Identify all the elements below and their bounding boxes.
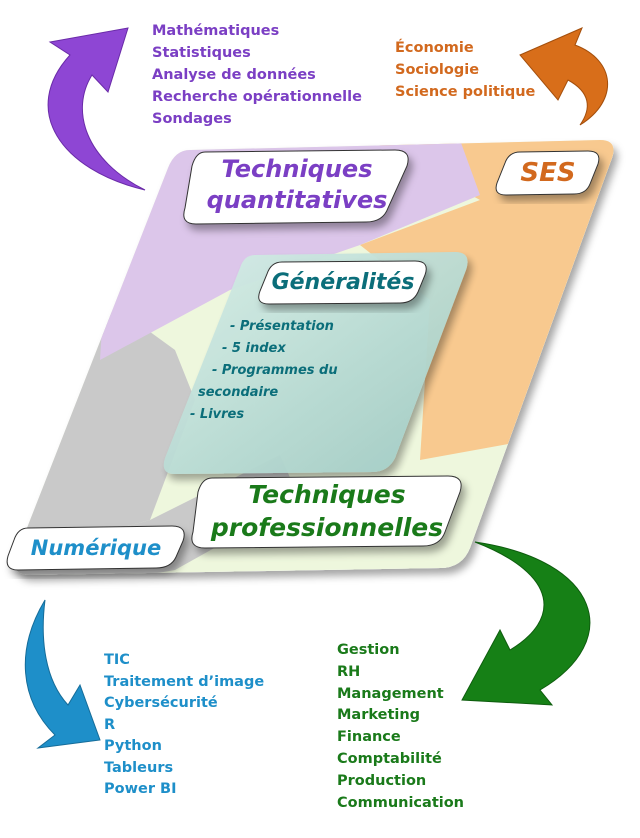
pill-techniques-quantitatives <box>183 149 409 225</box>
numerique-list: TIC Traitement d’image Cybersécurité R P… <box>104 650 264 801</box>
techniques-professionnelles-line2: professionnelles <box>210 513 444 542</box>
ses-item: Science politique <box>395 84 536 100</box>
center-box <box>163 252 468 474</box>
professionnelles-item: Management <box>337 685 444 702</box>
professionnelles-item: Marketing <box>337 707 421 724</box>
pill-techniques-professionnelles <box>191 475 462 549</box>
professionnelles-item: Finance <box>337 729 401 746</box>
professionnelles-item: Comptabilité <box>337 750 442 767</box>
ses-item: Économie <box>395 40 474 56</box>
blue-curved-arrow <box>24 599 101 749</box>
professionnelles-item: Gestion <box>337 642 400 658</box>
math-item: Sondages <box>152 111 232 127</box>
techniques-quantitatives-title: Techniques quantitatives <box>188 154 406 216</box>
generalites-item: secondaire <box>198 385 279 400</box>
generalites-item: - Programmes du <box>212 363 338 378</box>
numerique-item: Power BI <box>104 781 177 797</box>
math-item: Mathématiques <box>152 23 280 39</box>
professionnelles-item: Communication <box>337 794 465 811</box>
professionnelles-item: Production <box>337 772 427 789</box>
ses-title: SES <box>520 158 576 188</box>
generalites-title: Généralités <box>271 270 415 295</box>
math-item: Recherche opérationnelle <box>152 89 362 105</box>
numerique-item: TIC <box>104 652 130 668</box>
math-list: Mathématiques Statistiques Analyse de do… <box>152 20 362 130</box>
math-item: Analyse de données <box>152 67 316 83</box>
numerique-item: R <box>104 716 116 733</box>
ses-list: Économie Sociologie Science politique <box>395 37 535 103</box>
professionnelles-list: Gestion RH Management Marketing Finance … <box>337 640 464 814</box>
numerique-item: Cybersécurité <box>104 695 218 711</box>
techniques-professionnelles-line1: Techniques <box>248 480 406 509</box>
techniques-quantitatives-line1: Techniques <box>221 155 373 183</box>
orange-curved-arrow <box>519 27 608 126</box>
techniques-professionnelles-title: Techniques professionnelles <box>196 478 458 544</box>
purple-curved-arrow <box>47 27 146 191</box>
pill-generalites <box>258 260 427 305</box>
generalites-item: - 5 index <box>222 341 286 356</box>
ses-item: Sociologie <box>395 62 480 78</box>
generalites-item: - Livres <box>190 407 245 422</box>
professionnelles-item: RH <box>337 663 361 680</box>
numerique-item: Traitement d’image <box>104 673 265 690</box>
techniques-quantitatives-line2: quantitatives <box>206 186 388 214</box>
green-curved-arrow <box>461 541 591 706</box>
pill-ses <box>495 150 600 196</box>
math-item: Statistiques <box>152 45 251 61</box>
numerique-item: Tableurs <box>104 759 174 776</box>
numerique-item: Python <box>104 738 162 754</box>
pill-numerique <box>6 525 185 571</box>
generalites-item: - Présentation <box>230 319 334 334</box>
numerique-title: Numérique <box>30 536 162 560</box>
